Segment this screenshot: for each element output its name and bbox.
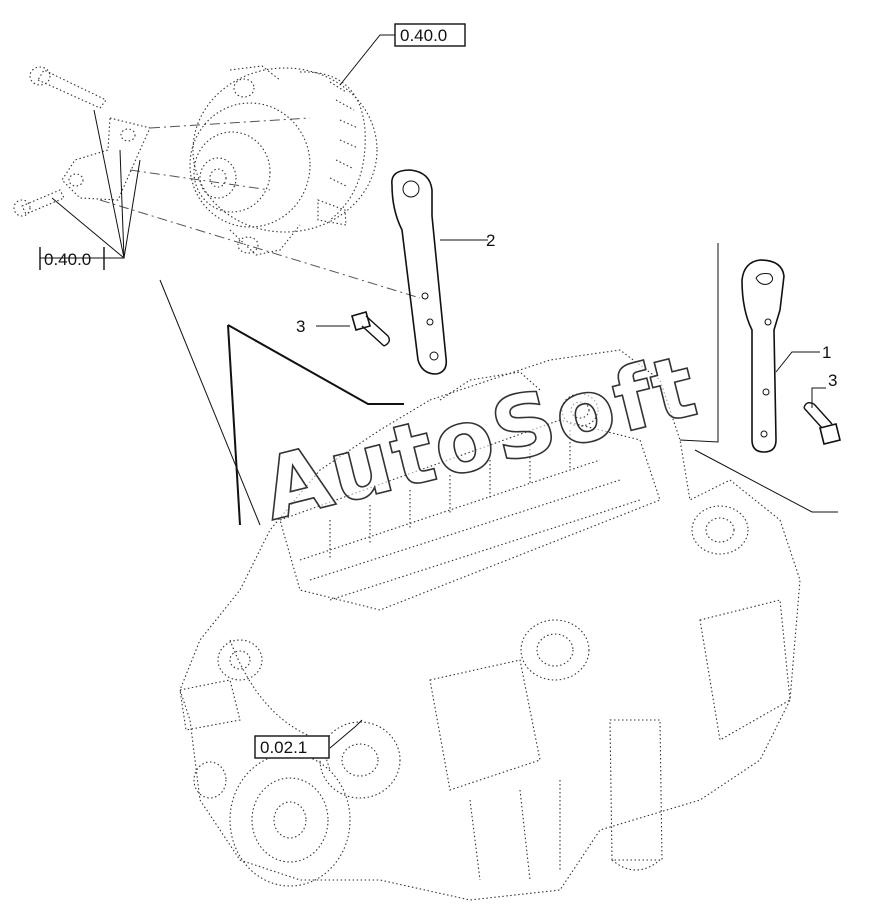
- part-3-bolt-right-drawing: [803, 387, 841, 445]
- ref-engine-label: 0.02.1: [260, 738, 307, 757]
- callout-1: 1: [822, 343, 831, 362]
- watermark: AutoSoft: [253, 336, 708, 540]
- callout-3-left: 3: [296, 317, 305, 336]
- ref-box-alternator[interactable]: 0.40.0: [394, 23, 466, 47]
- leader-alternator: [339, 34, 395, 86]
- alternator-drawing: [189, 65, 378, 256]
- ref-box-engine[interactable]: 0.02.1: [254, 735, 330, 759]
- leader-lines-right: [679, 243, 838, 513]
- callout-2: 2: [486, 231, 495, 250]
- alignment-lines: [99, 117, 421, 299]
- part-3-bolt-left-drawing: [316, 311, 391, 347]
- ref-box-alternator-mount[interactable]: 0.40.0: [39, 247, 105, 270]
- ref-alternator-label: 0.40.0: [400, 26, 447, 45]
- leader-engine: [329, 719, 363, 749]
- callout-3-right: 3: [828, 371, 837, 390]
- part-2-link-drawing: [391, 169, 488, 375]
- engine-drawing: [179, 349, 801, 901]
- alternator-bracket-drawing: [13, 66, 151, 217]
- leader-lines-left: [40, 109, 404, 526]
- part-1-bracket-drawing: [741, 259, 820, 453]
- ref-alternator-mount-label: 0.40.0: [44, 250, 91, 269]
